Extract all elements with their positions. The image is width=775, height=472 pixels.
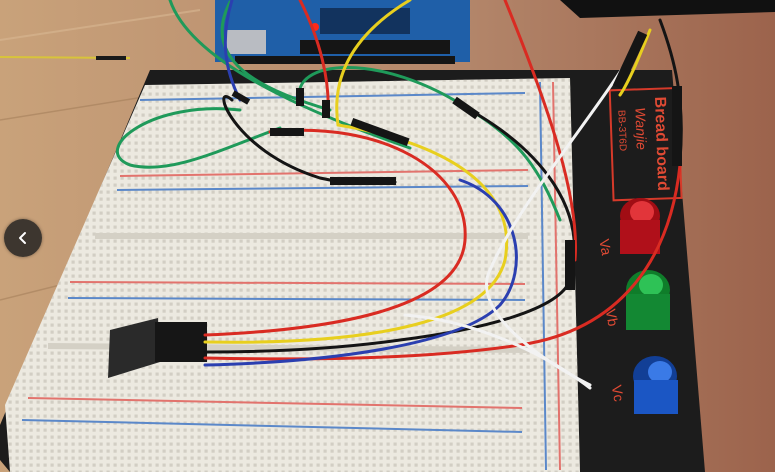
label-vc: Vc [609, 384, 628, 403]
binding-post-va: Va [596, 198, 660, 257]
binding-post-vc: Vc [609, 356, 678, 414]
chevron-left-icon [19, 232, 26, 244]
board-maker: Wanjie [632, 107, 649, 150]
board-model: BB-3T6D [615, 110, 627, 151]
label-va: Va [596, 238, 615, 257]
label-vb: Vb [603, 308, 622, 328]
header-connector [108, 318, 160, 378]
wire-pins [231, 30, 682, 290]
arduino-board [215, 0, 470, 64]
board-brand: Bread board [651, 96, 671, 191]
dark-object [560, 0, 775, 18]
carousel-prev-button[interactable] [4, 219, 42, 257]
power-rails [21, 81, 561, 471]
